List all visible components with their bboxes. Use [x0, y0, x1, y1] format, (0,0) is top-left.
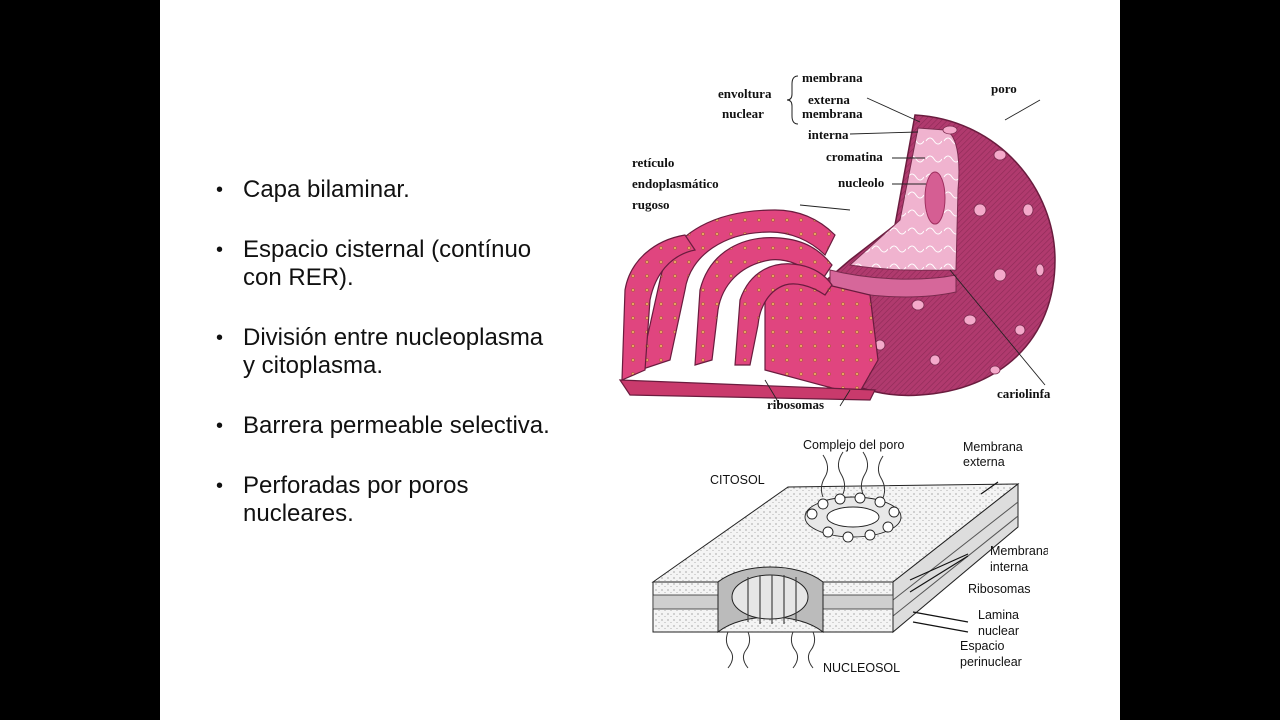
- label-complejo-poro: Complejo del poro: [803, 438, 904, 452]
- label-ribosomas: ribosomas: [767, 397, 824, 412]
- leader-lines: [764, 97, 1046, 407]
- rough-er: [618, 209, 879, 401]
- label-nuclear: nuclear: [978, 624, 1019, 638]
- brace: [786, 75, 799, 125]
- label-nucleolo: nucleolo: [838, 175, 884, 190]
- label-nuclear: nuclear: [722, 106, 764, 121]
- pore-fibrils: [725, 451, 886, 669]
- nucleoplasm: [848, 127, 960, 271]
- bullet-text: Perforadas por poros: [243, 472, 469, 499]
- label-cariolinfa: cariolinfa: [997, 386, 1051, 401]
- nuclear-envelope-diagram: Complejo del poro Membrana externa CITOS…: [651, 438, 1048, 675]
- label-nucleosol: NUCLEOSOL: [823, 661, 900, 675]
- bullet-text: Barrera permeable selectiva.: [243, 412, 550, 439]
- bullet-text: con RER).: [243, 264, 354, 291]
- bullet-list: Capa bilaminar. Espacio cisternal (contí…: [216, 176, 616, 560]
- label-externa: externa: [808, 92, 850, 107]
- bullet-item: Barrera permeable selectiva.: [216, 412, 616, 440]
- label-membrana-externa: membrana: [802, 70, 863, 85]
- label-lamina: Lamina: [978, 608, 1019, 622]
- nuclear-pores: [874, 125, 1045, 375]
- label-endoplasmatico: endoplasmático: [632, 176, 719, 191]
- label-interna: interna: [808, 127, 849, 142]
- label-externa: externa: [963, 455, 1005, 469]
- bullet-text: Capa bilaminar.: [243, 176, 410, 203]
- pore-complex: [804, 492, 902, 543]
- label-citosol: CITOSOL: [710, 473, 765, 487]
- label-interna: interna: [990, 560, 1028, 574]
- bullet-text: Espacio cisternal (contínuo: [243, 236, 532, 263]
- label-espacio: Espacio: [960, 639, 1005, 653]
- label-envoltura: envoltura: [718, 86, 772, 101]
- label-cromatina: cromatina: [826, 149, 883, 164]
- label-poro: poro: [991, 81, 1017, 96]
- label-rugoso: rugoso: [632, 197, 670, 212]
- nucleus-diagram: envoltura nuclear membrana externa membr…: [618, 70, 1056, 412]
- label-membrana-interna: Membrana: [990, 544, 1048, 558]
- label-membrana-externa: Membrana: [963, 440, 1023, 454]
- nucleolus: [924, 171, 946, 225]
- pore-cross-section: [717, 566, 824, 634]
- label-ribosomas: Ribosomas: [968, 582, 1031, 596]
- label-perinuclear: perinuclear: [960, 655, 1022, 669]
- leader-lines: [909, 481, 999, 633]
- bullet-item: Capa bilaminar.: [216, 176, 616, 204]
- bullet-text: División entre nucleoplasma: [243, 324, 544, 351]
- label-reticulo: retículo: [632, 155, 674, 170]
- bullet-text: nucleares.: [243, 500, 354, 527]
- slide: Capa bilaminar. Espacio cisternal (contí…: [160, 0, 1120, 720]
- label-membrana-interna: membrana: [802, 106, 863, 121]
- bullet-text: y citoplasma.: [243, 352, 384, 379]
